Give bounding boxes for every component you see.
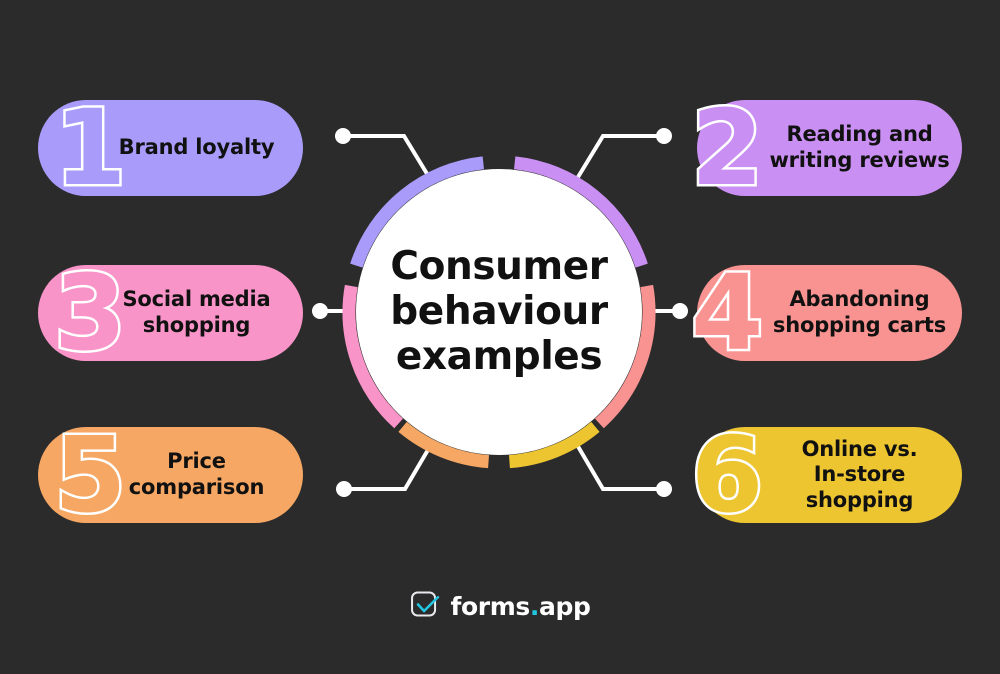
hub-arc-1 bbox=[350, 156, 485, 268]
connector-dot-2 bbox=[656, 128, 672, 144]
item-label-1: Brand loyalty bbox=[118, 135, 275, 160]
item-number-3-outline: 3 bbox=[51, 252, 128, 374]
item-card-4-background bbox=[697, 265, 962, 361]
center-title-line-2: behaviour bbox=[390, 289, 608, 335]
brand-logo[interactable]: forms.app bbox=[410, 590, 591, 622]
brand-name-part2: app bbox=[538, 591, 591, 621]
item-card-3-background bbox=[38, 265, 303, 361]
item-label-5: Price comparison bbox=[128, 449, 265, 499]
item-card-1[interactable]: 1 1 Brand loyalty bbox=[38, 94, 303, 203]
hub-arc-5 bbox=[398, 421, 490, 469]
brand-name-part1: forms bbox=[450, 591, 531, 621]
item-number-5-outline: 5 bbox=[51, 414, 128, 536]
item-number-6-outline: 6 bbox=[688, 414, 765, 536]
connector-dot-3 bbox=[312, 303, 328, 319]
center-hub: Consumer behaviour examples bbox=[340, 153, 658, 471]
hub-arc-3 bbox=[342, 284, 404, 429]
hub-arc-6 bbox=[508, 421, 600, 469]
item-card-2-background bbox=[697, 100, 962, 196]
connector-dot-1 bbox=[335, 128, 351, 144]
item-card-2[interactable]: 2 2 Reading and writing reviews bbox=[688, 94, 962, 203]
item-number-2-outline: 2 bbox=[688, 87, 765, 209]
hub-arc-ring bbox=[342, 156, 656, 469]
item-label-2: Reading and writing reviews bbox=[769, 122, 950, 172]
hub-circle-fill bbox=[356, 169, 642, 455]
item-card-4[interactable]: 4 4 Abandoning shopping carts bbox=[688, 259, 962, 368]
item-number-3: 3 bbox=[54, 252, 127, 374]
item-number-1-outline: 1 bbox=[51, 87, 128, 209]
item-number-4-outline: 4 bbox=[688, 252, 765, 374]
item-number-6: 6 bbox=[691, 414, 764, 536]
forms-app-logo-icon bbox=[411, 591, 440, 617]
item-card-5[interactable]: 5 5 Price comparison bbox=[38, 421, 303, 530]
item-card-6[interactable]: 6 6 Online vs. In-store shopping bbox=[688, 421, 962, 530]
connector-dot-5 bbox=[336, 481, 352, 497]
item-card-1-background bbox=[38, 100, 303, 196]
item-number-5: 5 bbox=[54, 414, 127, 536]
item-card-3[interactable]: 3 3 Social media shopping bbox=[38, 259, 303, 368]
item-number-2: 2 bbox=[691, 87, 764, 209]
center-title-line-3: examples bbox=[395, 334, 603, 380]
item-label-3: Social media shopping bbox=[122, 287, 271, 337]
item-number-4: 4 bbox=[691, 252, 764, 374]
connector-dot-4 bbox=[672, 303, 688, 319]
item-card-5-background bbox=[38, 427, 303, 523]
item-number-1: 1 bbox=[54, 87, 127, 209]
center-title: Consumer behaviour examples bbox=[374, 244, 624, 380]
hub-arc-4 bbox=[594, 284, 656, 429]
brand-wordmark: forms.app bbox=[451, 594, 591, 619]
item-label-4: Abandoning shopping carts bbox=[772, 287, 947, 337]
hub-arc-2 bbox=[513, 156, 648, 268]
connector-dot-6 bbox=[656, 481, 672, 497]
center-title-line-1: Consumer bbox=[390, 244, 608, 290]
brand-dot: . bbox=[529, 591, 540, 621]
item-label-6: Online vs. In-store shopping bbox=[801, 436, 918, 512]
item-card-6-background bbox=[697, 427, 962, 523]
